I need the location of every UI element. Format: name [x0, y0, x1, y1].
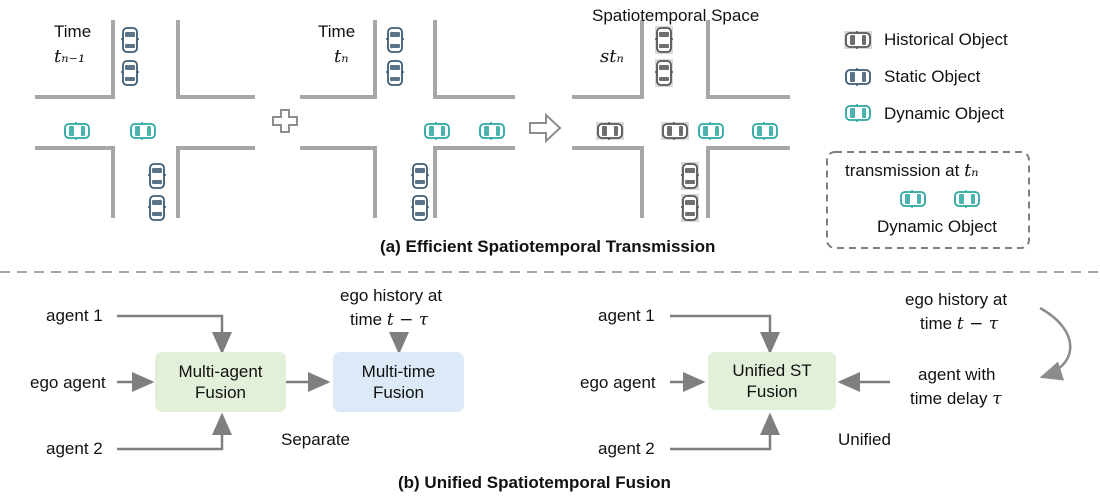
scene2-cars — [385, 27, 505, 221]
static-car-icon — [385, 27, 405, 53]
unified-ego-history-line1: ego history at — [905, 290, 1008, 309]
caption-b: (b) Unified Spatiotemporal Fusion — [398, 473, 671, 492]
unified-st-fusion-box: Unified ST Fusion — [708, 352, 836, 410]
legend-static-label: Static Object — [884, 67, 981, 86]
legend-dynamic-label: Dynamic Object — [884, 104, 1004, 123]
separate-ego-agent-label: ego agent — [30, 373, 106, 392]
caption-a: (a) Efficient Spatiotemporal Transmissio… — [380, 237, 716, 256]
dynamic-car-icon — [752, 121, 778, 141]
unified-agent-delay-time: time delay — [910, 389, 993, 408]
scene2-time-label: Time — [318, 22, 356, 41]
unified-agent1-label: agent 1 — [598, 306, 655, 325]
scene3-title: Spatiotemporal Space — [592, 6, 760, 25]
unified-st-fusion-label: Unified ST Fusion — [732, 361, 812, 401]
legend-historical-icon — [844, 31, 872, 49]
multi-time-fusion-label: Multi-time Fusion — [361, 362, 436, 402]
separate-ego-history-time: time — [350, 310, 387, 329]
transmission-title-text: transmission at — [845, 161, 960, 180]
separate-agent2-label: agent 2 — [46, 439, 103, 458]
historical-car-icon — [681, 194, 699, 222]
static-car-icon — [385, 60, 405, 86]
transmission-box — [826, 151, 1030, 249]
unified-agent-delay-line1: agent with — [918, 365, 996, 384]
separate-agent1-label: agent 1 — [46, 306, 103, 325]
unified-label: Unified — [838, 430, 891, 449]
transmission-item: Dynamic Object — [877, 217, 997, 236]
dynamic-car-icon — [479, 121, 505, 141]
scene1-time-label: Time — [54, 22, 92, 41]
unified-agent-delay-math: τ — [992, 389, 1002, 409]
unified-agent-delay-line2: time delay τ — [910, 389, 1002, 409]
unified-ego-history-math: t − τ — [956, 314, 999, 334]
multi-agent-fusion-label: Multi-agent Fusion — [178, 362, 263, 402]
dynamic-car-icon — [130, 121, 156, 141]
dynamic-car-icon — [698, 121, 724, 141]
legend-historical-label: Historical Object — [884, 30, 1008, 49]
separate-ego-history-line1: ego history at — [340, 286, 443, 305]
unified-agent2-label: agent 2 — [598, 439, 655, 458]
legend-static-icon — [845, 67, 871, 87]
unified-ego-history-line2: time t − τ — [920, 314, 998, 334]
separate-ego-history-line2: time t − τ — [350, 310, 428, 330]
legend-historical: Historical Object — [884, 30, 1008, 50]
scene1-time-var: tₙ₋₁ — [54, 46, 86, 67]
historical-car-icon — [596, 122, 624, 140]
separate-label: Separate — [281, 430, 350, 449]
separate-arrows — [117, 314, 409, 451]
unified-arrows — [670, 306, 1072, 451]
legend-dynamic-icon — [845, 103, 871, 123]
historical-car-icon — [655, 59, 673, 87]
historical-car-icon — [681, 162, 699, 190]
transform-arrow-icon — [529, 112, 562, 144]
legend-static: Static Object — [884, 67, 980, 87]
dynamic-car-icon — [424, 121, 450, 141]
multi-time-fusion-box: Multi-time Fusion — [333, 352, 464, 412]
dynamic-car-icon — [900, 189, 926, 209]
scene1-roads — [35, 20, 255, 218]
historical-car-icon — [655, 26, 673, 54]
unified-ego-agent-label: ego agent — [580, 373, 656, 392]
legend-dynamic: Dynamic Object — [884, 104, 1004, 124]
historical-car-icon — [661, 122, 689, 140]
dynamic-car-icon — [954, 189, 980, 209]
plus-icon — [272, 109, 298, 133]
transmission-var: tₙ — [964, 160, 979, 181]
static-car-icon — [120, 27, 140, 53]
static-car-icon — [120, 60, 140, 86]
static-car-icon — [147, 163, 167, 189]
transmission-title: transmission at tₙ — [845, 161, 979, 181]
scene2-roads — [300, 20, 515, 218]
static-car-icon — [410, 195, 430, 221]
scene3-roads — [572, 20, 790, 218]
static-car-icon — [410, 163, 430, 189]
unified-ego-history-time: time — [920, 314, 957, 333]
multi-agent-fusion-box: Multi-agent Fusion — [155, 352, 286, 412]
dynamic-car-icon — [64, 121, 90, 141]
separate-ego-history-math: t − τ — [386, 310, 429, 330]
scene3-var: stₙ — [600, 46, 624, 67]
static-car-icon — [147, 195, 167, 221]
scene2-time-var: tₙ — [334, 46, 349, 67]
